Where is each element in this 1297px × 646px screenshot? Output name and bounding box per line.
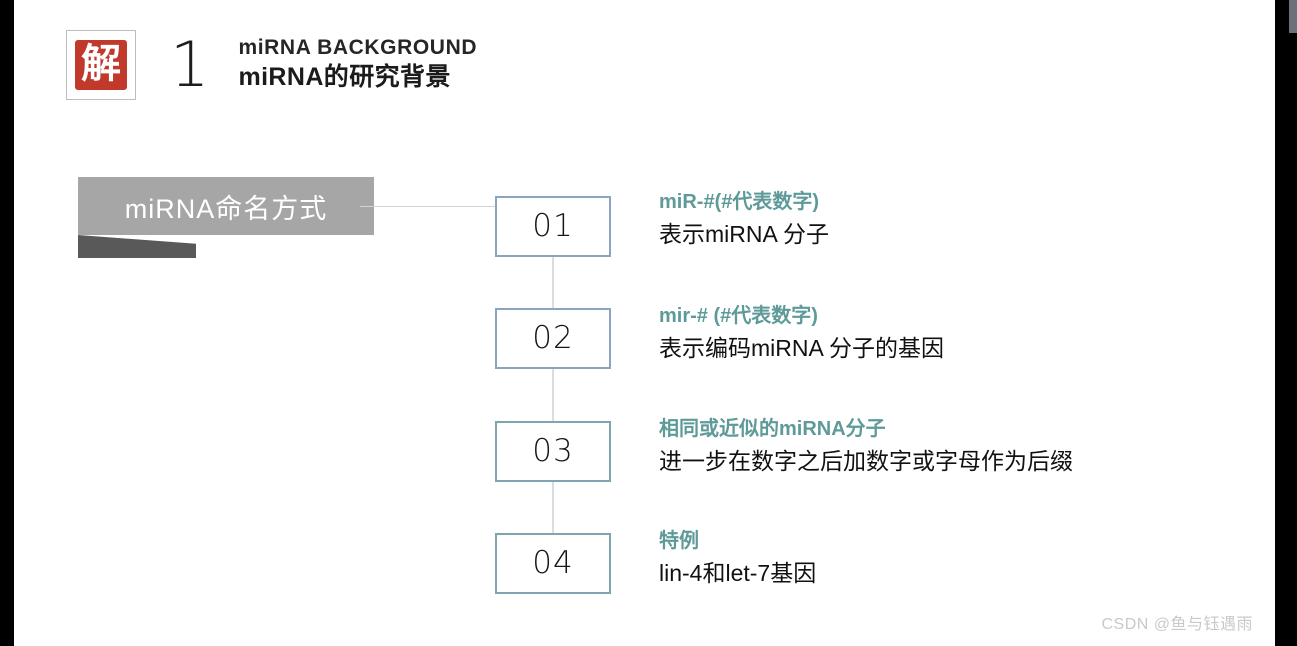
seal-glyph: 解: [75, 40, 127, 90]
item-heading-03: 相同或近似的miRNA分子: [659, 418, 886, 440]
item-heading-04: 特例: [659, 530, 699, 552]
banner-shadow-tail: [78, 235, 196, 258]
banner-body: miRNA命名方式: [78, 177, 374, 235]
item-heading-01: miR-#(#代表数字): [659, 191, 820, 213]
number-box-03: 03: [495, 421, 611, 482]
number-box-01: 01: [495, 196, 611, 257]
title-english: miRNA BACKGROUND: [238, 36, 478, 60]
item-text-03: 相同或近似的miRNA分子 进一步在数字之后加数字或字母作为后缀: [659, 417, 1073, 477]
number-label-04: 04: [532, 545, 574, 581]
banner-label: miRNA命名方式: [124, 193, 328, 224]
section-banner: miRNA命名方式: [64, 177, 374, 262]
item-text-02: mir-# (#代表数字) 表示编码miRNA 分子的基因: [659, 304, 944, 364]
number-label-02: 02: [532, 320, 574, 356]
number-box-02: 02: [495, 308, 611, 369]
number-label-01: 01: [532, 208, 574, 244]
letterbox-left: [0, 0, 14, 646]
title-chinese: miRNA的研究背景: [238, 63, 451, 92]
header-titles: miRNA BACKGROUND miRNA的研究背景: [238, 36, 477, 93]
watermark: CSDN @鱼与钰遇雨: [1101, 616, 1253, 633]
letterbox-right: [1275, 0, 1297, 646]
item-text-01: miR-#(#代表数字) 表示miRNA 分子: [659, 190, 829, 250]
number-label-03: 03: [532, 433, 574, 469]
connector-line-02-03: [552, 369, 554, 426]
connector-line-01-02: [552, 257, 554, 313]
seal-stamp-icon: 解: [66, 30, 136, 100]
slide-canvas: 解 1 miRNA BACKGROUND miRNA的研究背景 miRNA命名方…: [14, 0, 1275, 646]
item-body-04: lin-4和let-7基因: [659, 560, 817, 586]
slide-header: 解 1 miRNA BACKGROUND miRNA的研究背景: [66, 30, 477, 100]
item-heading-02: mir-# (#代表数字): [659, 305, 818, 327]
item-body-02: 表示编码miRNA 分子的基因: [659, 335, 944, 361]
number-box-04: 04: [495, 533, 611, 594]
scrollbar-thumb[interactable]: [1289, 0, 1297, 33]
item-body-03: 进一步在数字之后加数字或字母作为后缀: [659, 448, 1073, 474]
item-text-04: 特例 lin-4和let-7基因: [659, 529, 816, 589]
section-number: 1: [170, 27, 209, 101]
connector-line-03-04: [552, 482, 554, 538]
connector-line-horizontal: [360, 206, 496, 207]
item-body-01: 表示miRNA 分子: [659, 221, 829, 247]
